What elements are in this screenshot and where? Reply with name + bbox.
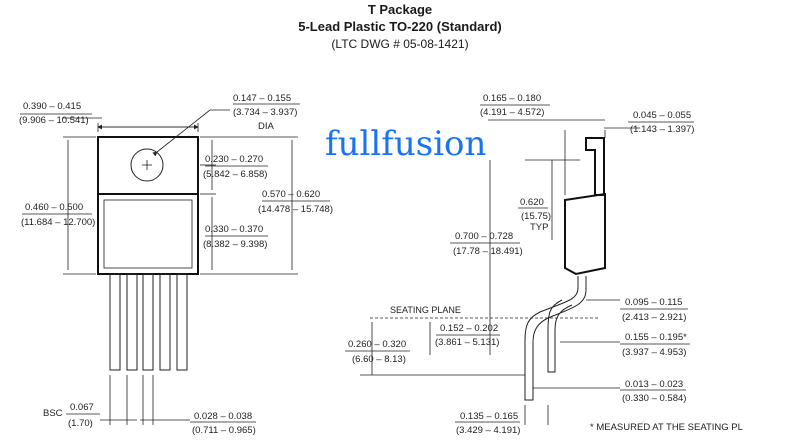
pitch-bsc: BSC <box>43 408 63 419</box>
drawing-number: (LTC DWG # 05-08-1421) <box>331 37 469 51</box>
hole-dia-inch: 0.147 – 0.155 <box>233 93 291 104</box>
package-title: T Package <box>367 2 433 17</box>
thickness-inch: 0.165 – 0.180 <box>483 93 541 104</box>
bend-inch: 0.620 <box>520 197 544 208</box>
offset-mm: (2.413 – 2.921) <box>622 312 686 323</box>
watermark-text: fullfusion <box>325 124 487 164</box>
foot-mm: (3.429 – 4.191) <box>456 425 520 436</box>
foot-inch: 0.135 – 0.165 <box>460 411 518 422</box>
body-mm: (8.382 – 9.398) <box>203 239 267 250</box>
offset-inch: 0.095 – 0.115 <box>625 297 682 308</box>
lead-thick-inch: 0.013 – 0.023 <box>625 379 683 390</box>
lead-bend-inch: 0.260 – 0.320 <box>348 339 406 350</box>
lead-width-inch: 0.028 – 0.038 <box>194 411 252 422</box>
mounting-tab <box>97 136 199 195</box>
thickness-mm: (4.191 – 4.572) <box>480 107 544 118</box>
tab-thick-inch: 0.045 – 0.055 <box>633 110 691 121</box>
seating-plane-label: SEATING PLANE <box>390 305 461 315</box>
tab-top-inch: 0.230 – 0.270 <box>205 154 263 165</box>
footnote: * MEASURED AT THE SEATING PL <box>590 422 743 433</box>
tab-thick-mm: (1.143 – 1.397) <box>630 124 694 135</box>
leads <box>109 273 188 371</box>
width-inch: 0.390 – 0.415 <box>23 101 81 112</box>
body-inch: 0.330 – 0.370 <box>205 224 263 235</box>
lead-bend-mm: (6.60 – 8.13) <box>352 354 406 365</box>
front-view: 0.390 – 0.415 (9.906 – 10.541) 0.147 – 0… <box>19 93 333 436</box>
bent-lead-2 <box>547 299 573 373</box>
side-tab <box>585 137 605 196</box>
pitch-mm: (1.70) <box>68 418 93 429</box>
mounting-hole <box>130 148 164 182</box>
lead-width-mm: (0.711 – 0.965) <box>192 425 256 436</box>
height-inch: 0.460 – 0.500 <box>25 202 83 213</box>
bent-lead <box>524 276 587 401</box>
spread-inch: 0.155 – 0.195* <box>625 332 687 343</box>
hole-dia-label: DIA <box>258 121 275 132</box>
width-mm: (9.906 – 10.541) <box>19 115 89 126</box>
lead-len-inch: 0.700 – 0.728 <box>455 231 513 242</box>
overall-mm: (14.478 – 15.748) <box>258 204 333 215</box>
height-mm: (11.684 – 12.700) <box>21 217 95 228</box>
standoff-inch: 0.152 – 0.202 <box>440 323 498 334</box>
lead-thick-mm: (0.330 – 0.584) <box>622 393 686 404</box>
bend-typ: TYP <box>530 222 548 233</box>
package-subtitle: 5-Lead Plastic TO-220 (Standard) <box>298 19 502 34</box>
side-body <box>564 192 606 276</box>
package-body <box>97 193 199 275</box>
overall-inch: 0.570 – 0.620 <box>262 189 320 200</box>
standoff-mm: (3.861 – 5.131) <box>435 337 499 348</box>
side-view: 0.165 – 0.180 (4.191 – 4.572) 0.045 – 0.… <box>345 93 743 436</box>
pitch-inch: 0.067 <box>70 402 94 413</box>
bend-mm: (15.75) <box>521 211 551 222</box>
body-inner-outline <box>103 199 193 269</box>
tab-top-mm: (5.842 – 6.858) <box>203 169 267 180</box>
spread-mm: (3.937 – 4.953) <box>622 347 686 358</box>
lead-len-mm: (17.78 – 18.491) <box>453 246 523 257</box>
hole-dia-mm: (3.734 – 3.937) <box>233 107 297 118</box>
